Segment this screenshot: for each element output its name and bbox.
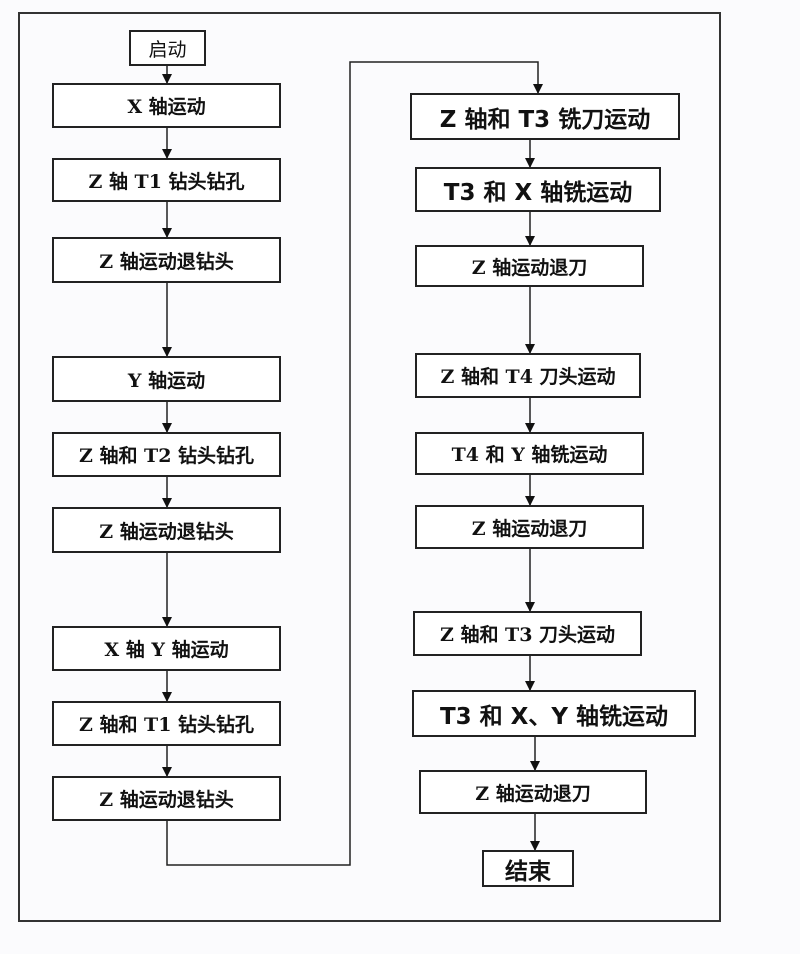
right-step-2: T3 和 X 轴铣运动: [415, 167, 661, 212]
connector-left-to-right: [166, 61, 543, 866]
left-step-5: Y 轴运动: [52, 356, 281, 402]
right-step-1: Z 轴和 T3 铣刀运动: [410, 93, 680, 140]
right-step-9: Z 轴运动退刀: [419, 770, 647, 814]
left-step-9: Z 轴和 T1 钻头钻孔: [52, 701, 281, 746]
right-step-8: T3 和 X、Y 轴铣运动: [412, 690, 696, 737]
left-step-7: Z 轴运动退钻头: [52, 507, 281, 553]
left-step-2: X 轴运动: [52, 83, 281, 128]
right-step-7: Z 轴和 T3 刀头运动: [413, 611, 642, 656]
left-step-8: X 轴 Y 轴运动: [52, 626, 281, 671]
right-step-10: 结束: [482, 850, 574, 887]
left-step-3: Z 轴 T1 钻头钻孔: [52, 158, 281, 202]
right-step-5: T4 和 Y 轴铣运动: [415, 432, 644, 475]
left-step-1: 启动: [129, 30, 206, 66]
diagram-frame: [18, 12, 721, 922]
right-step-6: Z 轴运动退刀: [415, 505, 644, 549]
right-step-4: Z 轴和 T4 刀头运动: [415, 353, 641, 398]
left-step-4: Z 轴运动退钻头: [52, 237, 281, 283]
left-step-6: Z 轴和 T2 钻头钻孔: [52, 432, 281, 477]
left-step-10: Z 轴运动退钻头: [52, 776, 281, 821]
right-step-3: Z 轴运动退刀: [415, 245, 644, 287]
